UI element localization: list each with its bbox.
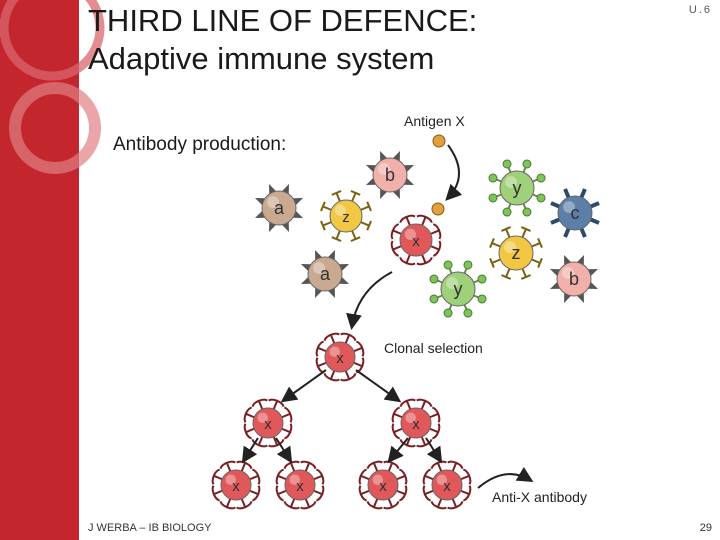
cell-z-1: z	[320, 190, 372, 242]
antigen-arrow	[445, 144, 463, 201]
cell-letter: z	[342, 209, 350, 226]
clone-x-6: x	[358, 460, 408, 510]
clonal-selection-label: Clonal selection	[384, 340, 483, 356]
tree-arrow-5	[387, 437, 409, 464]
cell-letter: x	[412, 233, 420, 250]
cell-letter: b	[569, 269, 579, 289]
cell-x-top: x	[390, 214, 442, 266]
antigen-x-particle	[432, 134, 446, 148]
page-number: 29	[699, 522, 712, 534]
title-line-2: Adaptive immune system	[88, 41, 435, 76]
tree-arrow-2	[355, 369, 402, 403]
cell-letter: x	[443, 478, 451, 495]
cell-c: c	[550, 188, 600, 238]
clone-x-7: x	[422, 460, 472, 510]
section-subtitle: Antibody production:	[113, 134, 287, 155]
clone-x-2: x	[243, 398, 293, 448]
cell-letter: x	[296, 478, 304, 495]
cell-z-2: z	[489, 226, 543, 280]
cell-letter: b	[385, 165, 395, 185]
cell-a-2: a	[300, 249, 350, 299]
cell-letter: a	[274, 198, 285, 218]
decorative-circles	[0, 0, 105, 174]
tree-arrow-1	[280, 369, 327, 403]
tree-arrow-6	[425, 437, 443, 464]
unit-tag: U.6	[688, 4, 712, 16]
cell-letter: x	[232, 478, 240, 495]
antibody-arrow	[477, 466, 534, 489]
cell-letter: x	[336, 350, 344, 367]
cell-letter: x	[412, 416, 420, 433]
cell-y-2: y	[429, 260, 487, 318]
antigen-label: Antigen X	[404, 113, 465, 129]
clone-x-5: x	[275, 460, 325, 510]
cell-letter: y	[454, 279, 463, 299]
arrow-group	[241, 144, 534, 489]
cell-letter: z	[512, 243, 521, 263]
selection-arrow	[346, 271, 393, 330]
cell-a-1: a	[254, 183, 304, 233]
tree-arrow-3	[241, 437, 259, 464]
clone-x-1: x	[315, 332, 365, 382]
clone-x-3: x	[391, 398, 441, 448]
cell-letter: c	[571, 203, 580, 223]
clone-x-4: x	[211, 460, 261, 510]
footer-credit: J WERBA – IB BIOLOGY	[88, 522, 212, 534]
antibody-label: Anti-X antibody	[492, 489, 587, 505]
slide-title: THIRD LINE OF DEFENCE: Adaptive immune s…	[88, 2, 477, 78]
cell-b-1: b	[365, 150, 415, 200]
title-line-1: THIRD LINE OF DEFENCE:	[88, 3, 478, 38]
cell-group: b a z x y c z a y b x x x x x x x	[211, 134, 600, 510]
cell-letter: a	[320, 264, 331, 284]
cell-b-2: b	[549, 254, 599, 304]
cell-y-1: y	[488, 159, 546, 217]
tree-arrow-4	[275, 437, 293, 464]
cell-letter: x	[264, 416, 272, 433]
cell-letter: y	[513, 178, 522, 198]
antigen-bound-particle	[431, 202, 445, 216]
cell-letter: x	[379, 478, 387, 495]
